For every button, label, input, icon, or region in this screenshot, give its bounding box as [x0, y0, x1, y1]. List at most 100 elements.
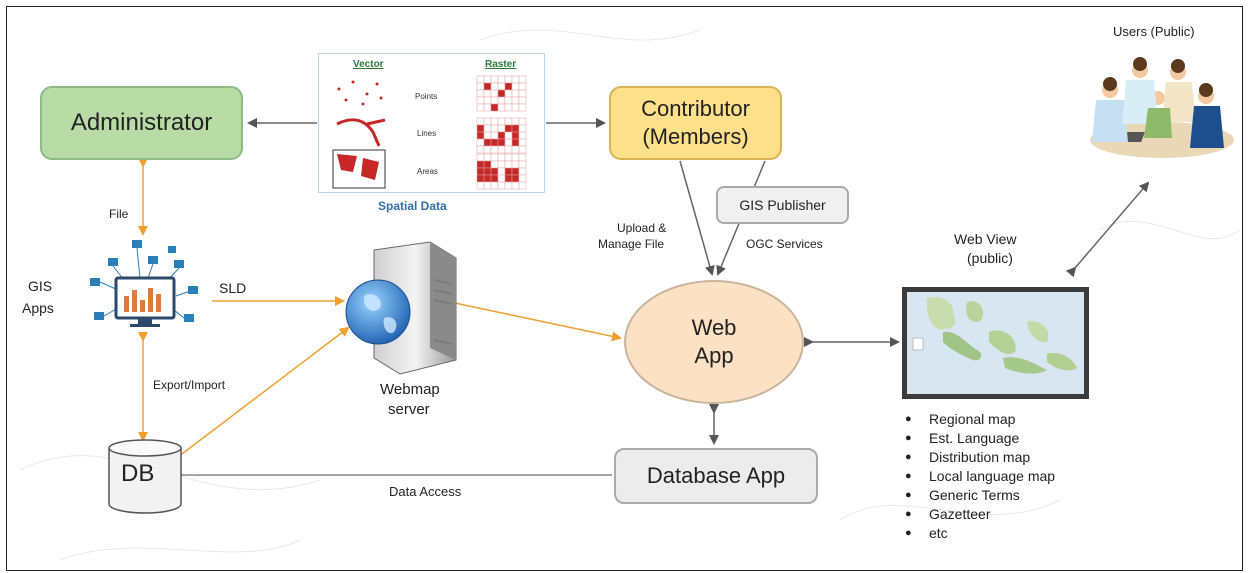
raster-cell — [511, 124, 520, 133]
vector-area-icon-b — [361, 158, 379, 180]
raster-cell — [518, 89, 527, 98]
raster-cell — [497, 75, 506, 84]
raster-cell — [483, 174, 492, 183]
db-label: DB — [121, 460, 155, 487]
people-group-icon — [1090, 57, 1234, 158]
database-app-node: Database App — [614, 448, 818, 504]
raster-cell — [504, 82, 513, 91]
raster-cell — [497, 138, 506, 147]
raster-cell — [511, 103, 520, 112]
raster-cell — [490, 103, 499, 112]
webview-users-arrow — [1065, 181, 1150, 278]
spatial-data-caption: Spatial Data — [378, 199, 447, 213]
raster-cell — [518, 131, 527, 140]
raster-cell — [483, 124, 492, 133]
raster-cell — [518, 82, 527, 91]
raster-cell — [504, 160, 513, 169]
raster-cell — [518, 138, 527, 147]
raster-cell — [504, 103, 513, 112]
raster-cell — [476, 75, 485, 84]
raster-cell — [518, 181, 527, 190]
raster-cell — [476, 138, 485, 147]
web-view-item: Regional map — [903, 410, 1055, 429]
raster-cell — [504, 174, 513, 183]
lines-label: Lines — [417, 129, 437, 138]
raster-cell — [497, 131, 506, 140]
database-cylinder-icon — [108, 439, 182, 514]
raster-cell — [483, 75, 492, 84]
web-view-item: Generic Terms — [903, 486, 1055, 505]
raster-cell — [483, 167, 492, 176]
contributor-to-webapp-upload-arrow — [679, 160, 715, 276]
globe-server-icon — [345, 241, 457, 375]
raster-cell — [518, 117, 527, 126]
raster-cell — [504, 153, 513, 162]
raster-cell — [518, 174, 527, 183]
gis-publisher-node: GIS Publisher — [716, 186, 849, 224]
raster-cell — [497, 153, 506, 162]
raster-cell — [490, 160, 499, 169]
web-view-item-continuation: Distribution map — [903, 448, 1055, 467]
raster-cell — [504, 138, 513, 147]
raster-cell — [476, 89, 485, 98]
raster-cell — [497, 174, 506, 183]
raster-cell — [483, 153, 492, 162]
raster-cell — [504, 181, 513, 190]
raster-cell — [504, 75, 513, 84]
raster-cell — [476, 181, 485, 190]
raster-cell — [511, 160, 520, 169]
gis-apps-label-line2: Apps — [22, 300, 54, 316]
db-webmap-arrow — [177, 326, 350, 458]
raster-cell — [504, 117, 513, 126]
raster-cell — [497, 181, 506, 190]
raster-cell — [511, 145, 520, 154]
raster-cell — [490, 124, 499, 133]
spatial-data-panel: Vector Raster Points Lines Areas — [318, 53, 545, 193]
raster-cell — [483, 82, 492, 91]
raster-cell — [497, 103, 506, 112]
upload-edge-label-line1: Upload & — [617, 221, 667, 235]
raster-cell — [483, 181, 492, 190]
export-import-edge-label: Export/Import — [153, 378, 226, 392]
raster-cell — [504, 167, 513, 176]
raster-cell — [518, 96, 527, 105]
raster-cell — [504, 89, 513, 98]
vector-points-icon — [337, 80, 383, 106]
raster-cell — [504, 124, 513, 133]
web-view-label-line2: (public) — [967, 250, 1013, 266]
raster-cell — [476, 153, 485, 162]
raster-cell — [497, 96, 506, 105]
raster-cell — [476, 167, 485, 176]
raster-cell — [490, 96, 499, 105]
contributor-label-line1: Contributor — [641, 96, 750, 121]
raster-cell — [483, 96, 492, 105]
raster-cell — [483, 145, 492, 154]
administrator-label: Administrator — [70, 109, 213, 136]
gis-publisher-label: GIS Publisher — [739, 197, 826, 213]
sld-edge-label: SLD — [219, 280, 247, 296]
raster-cell — [497, 117, 506, 126]
raster-cell — [490, 167, 499, 176]
raster-cell — [497, 124, 506, 133]
raster-cell — [476, 103, 485, 112]
spatial-illustration — [332, 75, 527, 190]
upload-edge-label-line2: Manage File — [598, 237, 665, 251]
web-view-item: Gazetteer — [903, 505, 1055, 524]
raster-cell — [490, 75, 499, 84]
raster-cell — [476, 117, 485, 126]
raster-cell — [476, 174, 485, 183]
raster-cell — [511, 89, 520, 98]
raster-cell — [490, 138, 499, 147]
web-app-node: Web App — [624, 280, 804, 404]
webmap-webapp-arrow — [454, 302, 622, 342]
web-app-label-line2: App — [694, 343, 734, 368]
raster-cell — [511, 96, 520, 105]
raster-cell — [490, 181, 499, 190]
raster-grid-icon — [476, 75, 527, 190]
raster-cell — [490, 174, 499, 183]
web-view-item-cont-text: Distribution map — [929, 449, 1031, 465]
raster-cell — [497, 82, 506, 91]
raster-cell — [490, 145, 499, 154]
vector-heading: Vector — [353, 59, 384, 70]
